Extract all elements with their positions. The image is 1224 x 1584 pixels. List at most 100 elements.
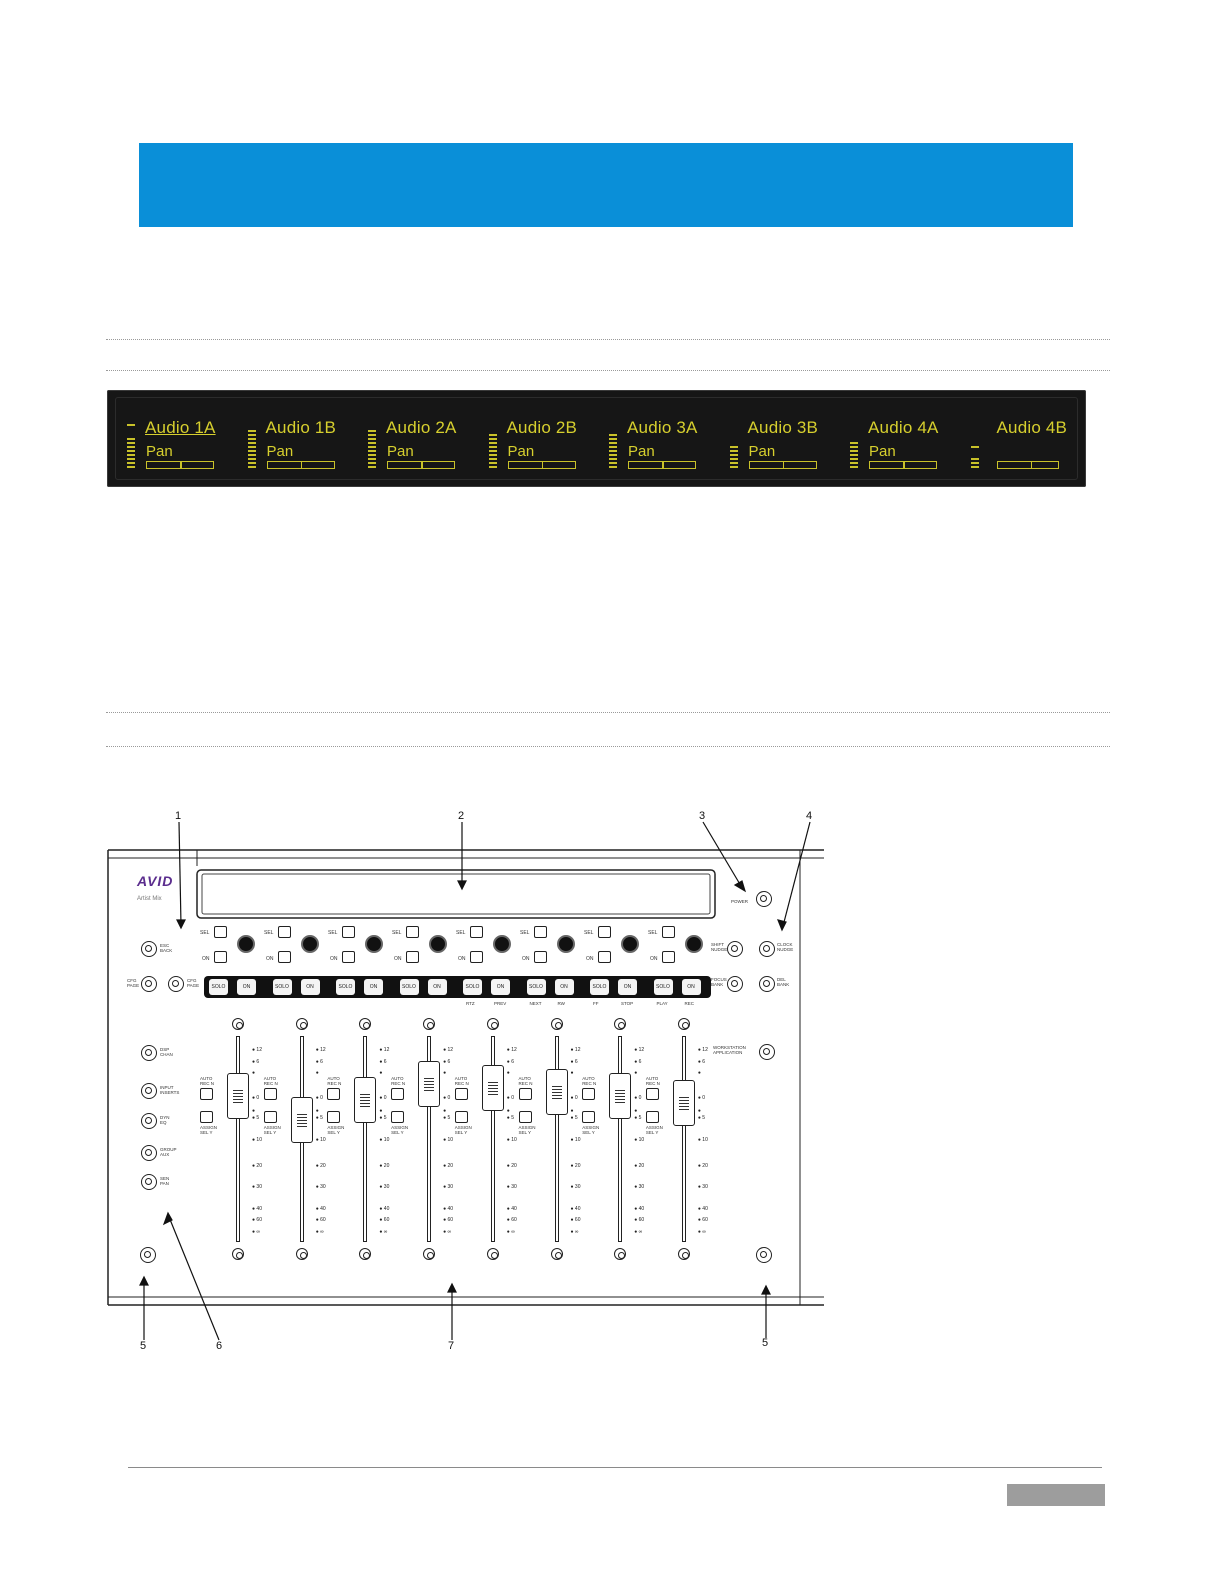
fader-bottom-knob[interactable] [423,1248,436,1260]
solo-button[interactable]: SOLO [336,979,355,995]
fader-cap[interactable] [290,1097,313,1144]
fader-cap[interactable] [672,1080,695,1127]
fader-cap[interactable] [354,1077,377,1123]
solo-button[interactable]: SOLO [399,979,419,995]
right-control-nudge-left[interactable] [727,941,743,957]
sel-y-button[interactable] [645,1111,659,1123]
bottom-left-knob[interactable] [140,1247,156,1263]
solo-button[interactable]: SOLO [272,979,292,995]
right-control-nudge-right[interactable] [759,941,775,957]
sel-button[interactable] [534,926,547,938]
rec-button[interactable] [263,1088,277,1100]
solo-button[interactable]: SOLO [526,979,546,995]
fader-cap[interactable] [545,1069,568,1115]
rec-button[interactable] [582,1088,596,1100]
solo-button[interactable]: SOLO [590,979,609,995]
rotary-knob[interactable] [557,935,575,953]
solo-button[interactable]: SOLO [463,979,482,995]
fader-bottom-knob[interactable] [359,1248,372,1260]
on-button[interactable] [214,951,227,963]
rec-button[interactable] [327,1088,341,1100]
rec-button[interactable] [645,1088,659,1100]
on-button[interactable] [406,951,419,963]
on-button[interactable] [342,951,355,963]
left-control-page-right[interactable] [168,976,184,992]
rec-button[interactable] [454,1088,468,1100]
sel-button[interactable] [598,926,611,938]
channel-on-button[interactable]: ON [681,979,701,995]
channel-on-button[interactable]: ON [491,979,510,995]
rotary-knob[interactable] [237,935,255,953]
fader-touch-knob[interactable] [359,1018,372,1030]
sel-button[interactable] [406,926,419,938]
rotary-knob[interactable] [365,935,383,953]
channel-on-button[interactable]: ON [364,979,383,995]
channel-on-button[interactable]: ON [427,979,447,995]
sel-button[interactable] [342,926,355,938]
meter-segment [127,450,135,452]
sel-button[interactable] [662,926,675,938]
rotary-knob[interactable] [301,935,319,953]
sel-button[interactable] [470,926,483,938]
rotary-knob[interactable] [621,935,639,953]
power-button[interactable] [756,891,772,907]
rec-button[interactable] [518,1088,532,1100]
fader-touch-knob[interactable] [486,1018,499,1030]
left-control-aux[interactable] [141,1145,157,1161]
fader-touch-knob[interactable] [295,1018,308,1030]
fader-cap[interactable] [481,1065,504,1111]
right-control-application[interactable] [759,1044,775,1060]
scale-mark: ● 60 [506,1217,517,1223]
sel-y-button[interactable] [391,1111,405,1123]
fader-bottom-knob[interactable] [614,1248,627,1260]
fader-bottom-knob[interactable] [486,1248,499,1260]
label-line: BANK [777,982,790,987]
rotary-knob[interactable] [493,935,511,953]
sel-button[interactable] [214,926,227,938]
channel-on-button[interactable]: ON [237,979,256,995]
on-button[interactable] [278,951,291,963]
channel-on-button[interactable]: ON [554,979,574,995]
on-button[interactable] [662,951,675,963]
left-control-pan[interactable] [141,1174,157,1190]
left-control-page-left[interactable] [141,976,157,992]
fader-cap[interactable] [609,1073,632,1119]
on-button[interactable] [534,951,547,963]
page-number-tab [1007,1484,1105,1506]
right-control-bank-left[interactable] [727,976,743,992]
channel-on-button[interactable]: ON [300,979,320,995]
solo-button[interactable]: SOLO [209,979,228,995]
rotary-knob[interactable] [429,935,447,953]
fader-touch-knob[interactable] [614,1018,627,1030]
left-control-back[interactable] [141,941,157,957]
channel-on-button[interactable]: ON [618,979,637,995]
fader-bottom-knob[interactable] [677,1248,690,1260]
sel-y-button[interactable] [263,1111,277,1123]
on-button[interactable] [470,951,483,963]
bottom-right-knob[interactable] [756,1247,772,1263]
fader-bottom-knob[interactable] [232,1248,244,1260]
fader-touch-knob[interactable] [423,1018,436,1030]
rec-button[interactable] [200,1088,213,1100]
fader-bottom-knob[interactable] [295,1248,308,1260]
fader-touch-knob[interactable] [232,1018,244,1030]
fader-touch-knob[interactable] [677,1018,690,1030]
fader-cap[interactable] [227,1073,249,1119]
right-control-bank-right[interactable] [759,976,775,992]
fader-cap[interactable] [418,1061,441,1107]
sel-y-button[interactable] [518,1111,532,1123]
left-control-eq[interactable] [141,1113,157,1129]
rotary-knob[interactable] [685,935,703,953]
sel-y-button[interactable] [582,1111,596,1123]
sel-button[interactable] [278,926,291,938]
sel-y-button[interactable] [200,1111,213,1123]
rec-button[interactable] [391,1088,405,1100]
fader-bottom-knob[interactable] [550,1248,563,1260]
solo-button[interactable]: SOLO [653,979,673,995]
left-control-chan[interactable] [141,1045,157,1061]
on-button[interactable] [598,951,611,963]
sel-y-button[interactable] [327,1111,341,1123]
fader-touch-knob[interactable] [550,1018,563,1030]
left-control-inserts[interactable] [141,1083,157,1099]
sel-y-button[interactable] [454,1111,468,1123]
